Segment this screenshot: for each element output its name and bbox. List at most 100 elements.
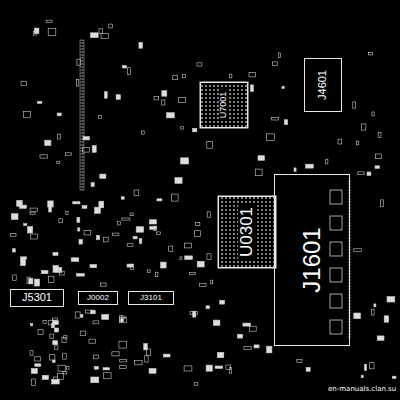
smd-part (53, 321, 59, 325)
smd-part (30, 351, 33, 356)
smd-part (93, 321, 98, 324)
smd-part (378, 132, 381, 137)
smd-part (77, 217, 80, 222)
smd-part (155, 272, 158, 277)
smd-part (150, 220, 157, 224)
smd-part (387, 297, 395, 302)
smd-part (169, 246, 173, 251)
smd-part (134, 190, 139, 196)
smd-part (273, 62, 278, 66)
smd-part (367, 172, 371, 175)
smd-part (50, 334, 54, 338)
smd-part (326, 159, 328, 164)
socket-pad (330, 216, 342, 230)
smd-part (66, 153, 72, 155)
smd-part (150, 226, 157, 229)
smd-part (21, 81, 27, 85)
smd-part (59, 271, 64, 275)
smd-part (104, 237, 109, 242)
smd-part (118, 221, 121, 225)
smd-part (217, 352, 224, 357)
smd-part (157, 199, 162, 201)
smd-part (28, 227, 33, 234)
smd-part (267, 346, 272, 353)
smd-part (166, 113, 174, 118)
smd-part (171, 194, 178, 201)
smd-part (175, 178, 182, 184)
smd-part (83, 137, 89, 140)
smd-part (52, 379, 60, 384)
smd-part (211, 280, 213, 284)
smd-part (73, 202, 80, 204)
smd-part (357, 141, 359, 145)
smd-part (11, 214, 18, 220)
smd-part (48, 201, 54, 207)
socket-pad (330, 268, 342, 282)
smd-part (164, 354, 171, 357)
smd-part (92, 146, 96, 153)
smd-part (130, 213, 133, 216)
smd-part (139, 42, 143, 48)
smd-part (21, 259, 26, 266)
smd-part (122, 66, 126, 68)
smd-part (77, 59, 81, 65)
smd-part (206, 306, 210, 309)
smd-part (90, 265, 97, 268)
smd-part (361, 375, 363, 378)
smd-part (101, 33, 108, 38)
connector-outline: J4601 (304, 58, 342, 112)
smd-part (354, 249, 362, 252)
smd-part (58, 365, 65, 371)
smd-part (20, 205, 27, 208)
smd-part (128, 68, 131, 75)
smd-part (294, 168, 296, 172)
smd-part (53, 341, 58, 345)
smd-part (193, 128, 197, 132)
smd-part (84, 231, 91, 235)
smd-part (91, 310, 96, 314)
smd-part (31, 379, 35, 386)
smd-part (135, 360, 143, 364)
smd-part (77, 274, 85, 277)
smd-part (364, 364, 366, 370)
smd-part (91, 377, 99, 383)
smd-part (116, 95, 120, 100)
smd-part (38, 329, 43, 334)
smd-part (254, 345, 259, 348)
smd-part (45, 140, 51, 145)
smd-part (94, 355, 99, 359)
connector-outline: J0002 (78, 291, 118, 305)
smd-part (13, 249, 16, 252)
smd-part (30, 234, 37, 239)
smd-part (184, 366, 192, 371)
smd-part (57, 161, 60, 163)
part-designator: J0002 (85, 294, 111, 302)
smd-part (243, 323, 250, 326)
smd-part (62, 337, 66, 342)
smd-part (53, 318, 58, 320)
smd-part (256, 169, 263, 176)
smd-part (43, 321, 46, 324)
smd-part (63, 353, 66, 359)
socket-pad (330, 190, 342, 204)
chip-outline: U7001 (200, 82, 248, 128)
smd-part (99, 29, 103, 33)
smd-part (33, 32, 36, 35)
smd-part (94, 366, 98, 369)
smd-part (54, 346, 58, 349)
smd-part (35, 364, 41, 367)
smd-part (57, 113, 61, 116)
smd-part (99, 201, 104, 208)
smd-part (384, 316, 388, 322)
smd-part (197, 261, 204, 267)
smd-part (251, 85, 254, 92)
smd-part (75, 312, 80, 318)
smd-part (207, 212, 210, 217)
cpu-outline: U0301 (218, 196, 276, 268)
smd-part (181, 158, 189, 164)
smd-part (48, 29, 56, 36)
smd-part (338, 139, 342, 144)
smd-part (90, 33, 98, 38)
smd-part (31, 324, 33, 326)
smd-part (122, 218, 130, 220)
